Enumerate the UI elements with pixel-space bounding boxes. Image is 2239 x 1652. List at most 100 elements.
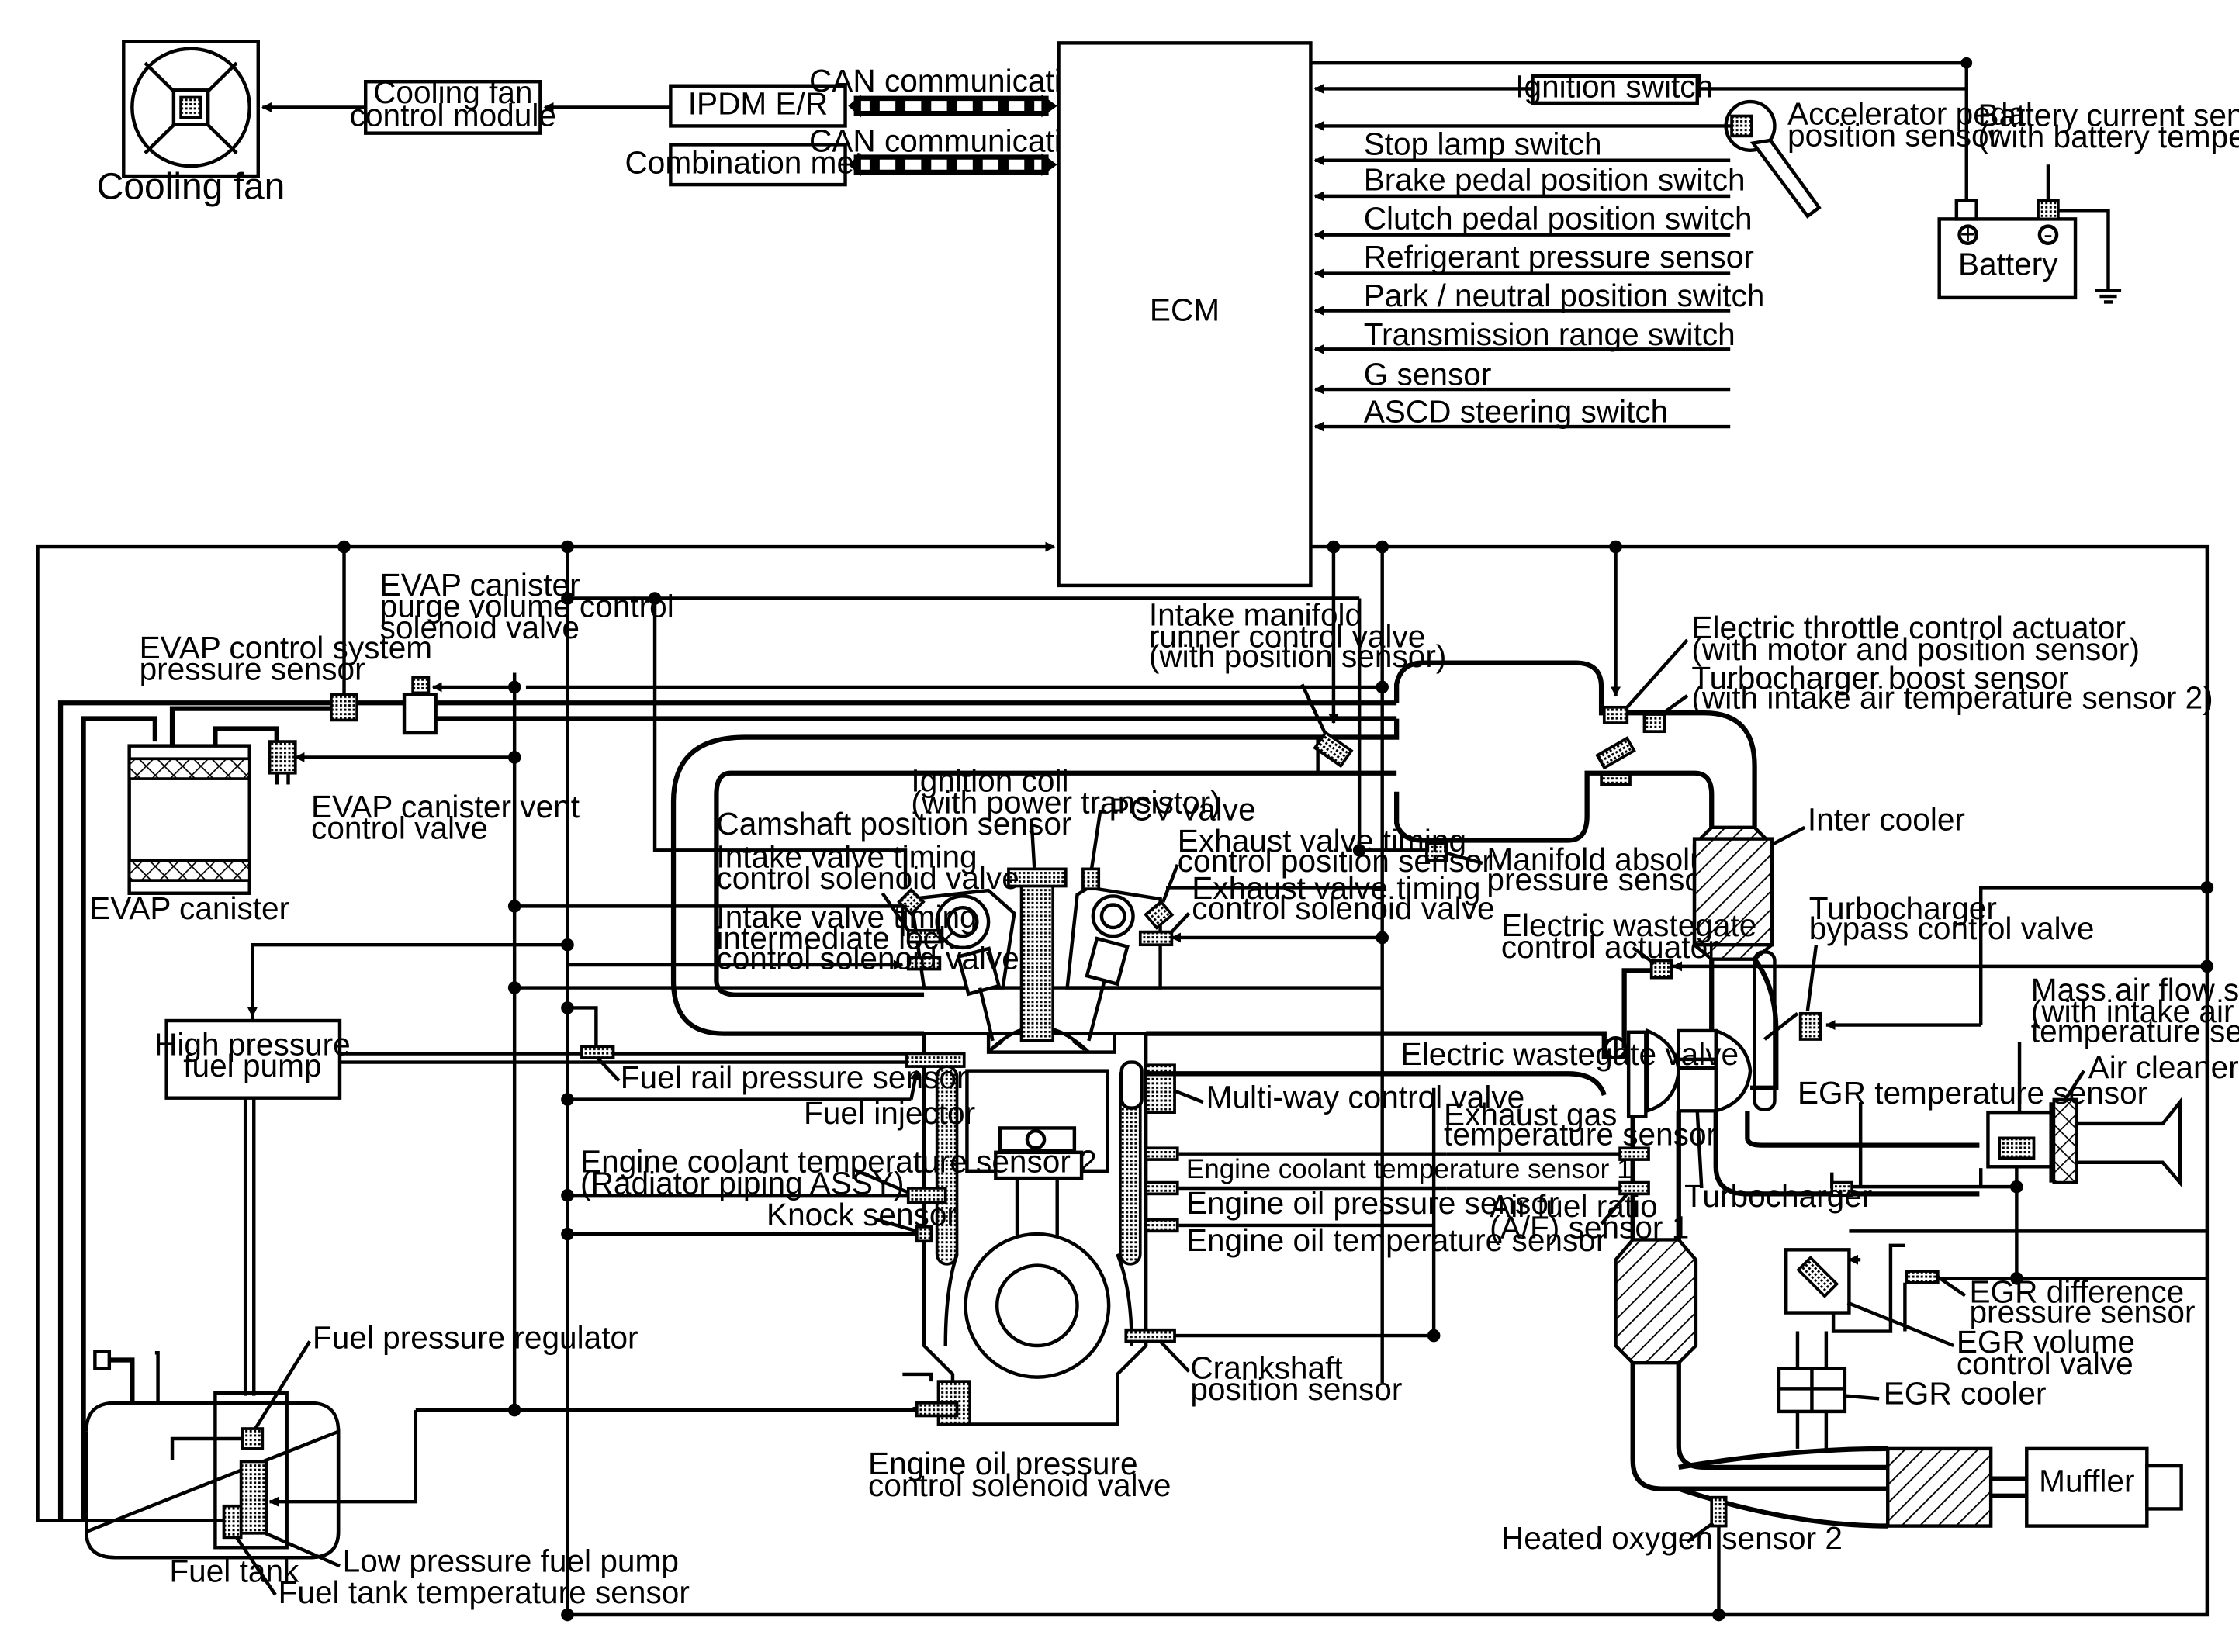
- intake-manifold: [670, 660, 1757, 1036]
- evap-purge-valve-line2: purge volume control: [380, 589, 674, 624]
- egr-difference-pressure-line1: EGR difference: [1969, 1274, 2184, 1310]
- cooling-fan-module-line1: Cooling fan: [373, 74, 532, 110]
- fuel-injector-label: Fuel injector: [804, 1095, 975, 1131]
- stop-lamp-switch-label: Stop lamp switch: [1364, 126, 1602, 161]
- cooling-fan: [122, 40, 260, 178]
- can-bus-2: [848, 153, 1057, 177]
- evap-pressure-sensor: [330, 693, 358, 722]
- battery-current-sensor-line1: Battery current sensor: [1978, 97, 2239, 133]
- ignition-switch: [1531, 74, 1699, 105]
- cooling-fan-label: Cooling fan: [97, 167, 285, 208]
- exhaust-system: [1146, 950, 2183, 1529]
- exhaust-timing-position-line2: control position sensor: [1178, 843, 1493, 879]
- battery-minus: -: [2043, 219, 2053, 250]
- turbo-bypass-valve-line2: bypass control valve: [1809, 911, 2095, 946]
- electric-throttle-actuator-line1: Electric throttle control actuator: [1691, 610, 2126, 645]
- g-sensor-label: G sensor: [1364, 357, 1492, 392]
- mass-air-flow-sensor-line3: temperature sensor 1): [2031, 1014, 2239, 1049]
- battery-label: Battery: [1958, 246, 2058, 282]
- transmission-range-switch-label: Transmission range switch: [1364, 316, 1735, 352]
- engine-coolant-temp-2-line2: (Radiator piping ASSY): [580, 1165, 904, 1201]
- pcv-valve-label: PCV valve: [1109, 792, 1256, 828]
- exhaust-timing-position-line1: Exhaust valve timing: [1178, 823, 1466, 859]
- air-cleaner-label: Air cleaner: [2088, 1049, 2239, 1085]
- ignition-coil-line1: Ignition coil: [911, 763, 1068, 799]
- refrigerant-pressure-sensor-label: Refrigerant pressure sensor: [1364, 239, 1754, 275]
- map-sensor-line2: pressure sensor: [1486, 862, 1712, 897]
- turbo-bypass-valve-line1: Turbocharger: [1809, 890, 1997, 926]
- engine-coolant-temp-2-line1: Engine coolant temperature sensor 2: [580, 1144, 1097, 1180]
- ascd-steering-switch-label: ASCD steering switch: [1364, 393, 1669, 429]
- engine-oil-temperature-sensor-label: Engine oil temperature sensor: [1186, 1222, 1607, 1258]
- intake-valve-timing-solenoid-line2: control solenoid valve: [716, 860, 1019, 896]
- battery-plus: +: [1960, 219, 1975, 250]
- evap-purge-valve-line1: EVAP canister: [380, 567, 580, 603]
- intake-manifold-runner-valve-line3: (with position sensor): [1149, 638, 1447, 674]
- high-pressure-fuel-pump: [164, 1018, 907, 1396]
- can-communication-label-1: CAN communication: [809, 63, 1096, 98]
- intake-manifold-runner-valve: [1300, 683, 1354, 769]
- electric-wastegate-actuator-line2: control actuator: [1501, 929, 1718, 965]
- battery: Battery + -: [1937, 164, 2122, 304]
- af-sensor-line1: Air fuel ratio: [1490, 1188, 1658, 1224]
- heated-oxygen-sensor-2-label: Heated oxygen sensor 2: [1501, 1520, 1843, 1556]
- intake-valve-lock-line1: Intake valve timing: [716, 899, 977, 935]
- evap-vent-valve: [268, 740, 297, 785]
- electric-throttle-actuator: [1595, 638, 1689, 786]
- engine-coolant-temp-1-label: Engine coolant temperature sensor 1: [1186, 1154, 1632, 1184]
- exhaust-timing-solenoid-line1: Exhaust valve timing: [1192, 870, 1480, 906]
- turbo-boost-sensor-line2: (with intake air temperature sensor 2): [1691, 680, 2213, 716]
- map-sensor-line1: Manifold absolute: [1486, 842, 1733, 877]
- battery-current-sensor-line2: (with battery temperature sensor): [1978, 119, 2239, 154]
- egr-cooler-label: EGR cooler: [1884, 1376, 2047, 1412]
- fuel-tank-temperature-sensor-label: Fuel tank temperature sensor: [279, 1574, 690, 1610]
- park-neutral-switch-label: Park / neutral position switch: [1364, 278, 1765, 313]
- egr-volume-control-valve-line2: control valve: [1957, 1346, 2133, 1381]
- engine-sensors: [897, 887, 1179, 1418]
- evap-purge-valve: [357, 676, 1397, 735]
- intake-valve-lock-line2: intermediate lock: [716, 921, 955, 956]
- ipdm-er: IPDM E/R: [669, 84, 847, 128]
- ignition-coil-line2: (with power transistor): [911, 784, 1220, 820]
- fuel-pressure-regulator-label: Fuel pressure regulator: [313, 1320, 638, 1356]
- ipdm-er-label: IPDM E/R: [688, 86, 828, 122]
- turbo-boost-sensor: [1642, 694, 1689, 734]
- intake-valve-timing-solenoid-line1: Intake valve timing: [716, 839, 977, 875]
- engine-oil-pressure-solenoid-line2: control solenoid valve: [868, 1467, 1171, 1503]
- knock-sensor-label: Knock sensor: [767, 1197, 957, 1232]
- evap-canister-label: EVAP canister: [89, 890, 289, 926]
- accelerator-pedal: [1313, 99, 1822, 219]
- engine-oil-pressure-sensor-label: Engine oil pressure sensor: [1186, 1185, 1559, 1221]
- can-communication-label-2: CAN communication: [809, 123, 1096, 159]
- intake-manifold-runner-valve-line2: runner control valve: [1149, 618, 1426, 654]
- cooling-fan-control-module: Cooling fan control module: [350, 74, 556, 135]
- electric-throttle-actuator-line2: (with motor and position sensor): [1691, 631, 2140, 667]
- evap-purge-valve-line3: solenoid valve: [380, 610, 580, 645]
- crankshaft-position-sensor-line1: Crankshaft: [1190, 1350, 1342, 1385]
- engine-block: [908, 867, 1176, 1426]
- turbo-boost-sensor-line1: Turbocharger boost sensor: [1691, 660, 2068, 696]
- fuel-tank-label: Fuel tank: [169, 1554, 299, 1589]
- egr-volume-control-valve-line1: EGR volume: [1957, 1324, 2135, 1360]
- accelerator-pedal-sensor-line2: position sensor: [1787, 117, 1999, 153]
- high-pressure-fuel-pump-line1: High pressure: [154, 1026, 351, 1062]
- low-pressure-fuel-pump-label: Low pressure fuel pump: [343, 1543, 679, 1579]
- engine-oil-pressure-solenoid-line1: Engine oil pressure: [868, 1446, 1138, 1481]
- fuel-rail-pressure-sensor-label: Fuel rail pressure sensor: [621, 1059, 967, 1095]
- ignition-switch-label: Ignition switch: [1515, 69, 1713, 105]
- combination-meter: Combination meter: [625, 143, 891, 187]
- mass-air-flow-sensor-line1: Mass air flow sensor: [2031, 972, 2239, 1007]
- electric-wastegate-valve-label: Electric wastegate valve: [1401, 1036, 1739, 1072]
- exhaust-timing-solenoid-line2: control solenoid valve: [1192, 890, 1494, 926]
- combination-meter-label: Combination meter: [625, 144, 891, 180]
- junction-dots: [337, 540, 2214, 1622]
- high-pressure-fuel-pump-line2: fuel pump: [183, 1048, 321, 1083]
- inter-cooler: [1692, 825, 1806, 961]
- exhaust-gas-temp-sensor-line2: temperature sensor: [1444, 1117, 1717, 1153]
- af-sensor-line2: (A/F) sensor 1: [1490, 1210, 1689, 1246]
- evap-vent-valve-line1: EVAP canister vent: [311, 789, 580, 824]
- multi-way-control-valve-label: Multi-way control valve: [1206, 1080, 1525, 1115]
- accelerator-pedal-sensor-line1: Accelerator pedal: [1787, 96, 2033, 132]
- harness-lines: [36, 541, 2210, 1617]
